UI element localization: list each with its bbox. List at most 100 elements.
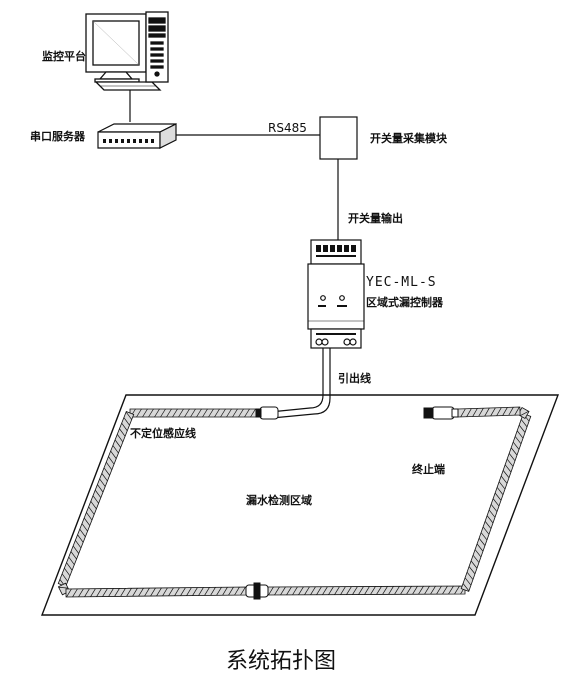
cable-hatch — [214, 408, 220, 418]
cable-hatch — [75, 540, 82, 549]
cable-hatch — [346, 586, 352, 595]
cable-hatch — [490, 407, 496, 417]
cable-hatch — [186, 587, 192, 596]
cable-hatch — [504, 464, 512, 473]
cable-hatch — [136, 408, 142, 418]
cable-hatch — [406, 586, 412, 595]
cable-hatch — [160, 408, 166, 418]
cable-hatch — [238, 408, 244, 418]
cable-hatch — [204, 587, 210, 596]
cable-hatch — [210, 587, 216, 596]
cable-hatch — [316, 586, 322, 595]
serial-server-icon — [97, 123, 177, 149]
cable-hatch — [99, 478, 106, 487]
controller-model-label: YEC-ML-S — [366, 275, 437, 290]
cable-hatch — [240, 586, 246, 596]
cable-hatch — [500, 475, 508, 484]
cable-hatch — [144, 587, 150, 597]
cable-hatch — [70, 551, 77, 560]
cable-hatch — [482, 526, 490, 535]
cable-hatch — [168, 587, 174, 597]
cable-connector-icon — [255, 406, 279, 420]
cable-hatch — [61, 573, 69, 582]
detection-area-outline — [40, 394, 560, 616]
cable-hatch — [234, 586, 240, 596]
cable-hatch — [502, 470, 510, 478]
diagram-caption: 系统拓扑图 — [226, 649, 337, 674]
cable-hatch — [66, 588, 72, 598]
cable-hatch — [112, 445, 119, 454]
cable-hatch — [110, 450, 117, 459]
cable-hatch — [520, 410, 529, 417]
computer-icon — [85, 11, 169, 91]
cable-hatch — [388, 586, 394, 595]
cable-hatch — [472, 408, 478, 417]
cable-hatch — [466, 571, 474, 580]
cable-hatch — [114, 588, 120, 597]
cable-hatch — [474, 549, 482, 558]
cable-hatch — [498, 481, 506, 490]
cable-hatch — [492, 498, 500, 507]
cable-hatch — [222, 587, 228, 596]
cable-hatch — [464, 577, 472, 586]
cable-hatch — [72, 545, 80, 554]
cable-hatch — [154, 408, 160, 418]
cable-hatch — [244, 408, 250, 418]
cable-hatch — [518, 424, 526, 433]
cable-hatch — [156, 587, 162, 597]
switch-module-label: 开关量采集模块 — [370, 132, 447, 145]
cable-hatch — [174, 587, 180, 596]
cable-hatch — [442, 585, 448, 595]
cable-hatch — [64, 568, 71, 577]
cable-hatch — [298, 586, 304, 596]
cable-hatch — [506, 458, 514, 467]
cable-hatch — [334, 586, 340, 595]
cable-hatch — [478, 538, 486, 546]
cable-hatch — [478, 408, 484, 417]
cable-hatch — [180, 587, 186, 596]
cable-hatch — [494, 492, 502, 501]
cable-hatch — [274, 586, 280, 596]
cable-hatch — [228, 586, 234, 596]
cable-hatch — [486, 515, 494, 524]
cable-hatch — [226, 408, 232, 418]
cable-hatch — [476, 543, 484, 552]
cable-hatch — [382, 586, 388, 595]
cable-hatch — [394, 586, 400, 595]
cable-hatch — [90, 501, 97, 510]
cable-hatch — [268, 586, 274, 596]
cable-hatch — [490, 504, 498, 512]
cable-hatch — [376, 586, 382, 595]
cable-hatch — [119, 428, 126, 437]
cable-hatch — [460, 408, 466, 418]
cable-hatch — [192, 587, 198, 596]
cable-hatch — [78, 588, 84, 598]
cable-hatch — [508, 407, 514, 416]
cable-hatch — [310, 586, 316, 595]
cable-hatch — [352, 586, 358, 595]
cable-hatch — [138, 587, 144, 597]
cable-hatch — [94, 489, 102, 498]
cable-hatch — [466, 408, 472, 417]
cable-hatch — [484, 407, 490, 417]
cable-hatch — [103, 467, 110, 476]
cable-hatch — [58, 586, 69, 589]
detection-area-label: 漏水检测区域 — [246, 494, 312, 507]
cable-hatch — [370, 586, 376, 595]
terminator-connector-icon — [423, 406, 459, 420]
cable-hatch — [66, 562, 73, 571]
monitoring-platform-label: 监控平台 — [42, 50, 86, 63]
lead-wire — [269, 348, 324, 413]
cable-hatch — [184, 408, 190, 418]
cable-hatch — [508, 453, 516, 462]
cable-hatch — [121, 422, 128, 431]
controller-name-label: 区域式漏控制器 — [366, 296, 443, 309]
cable-hatch — [232, 408, 238, 418]
cable-hatch — [480, 532, 488, 541]
mid-connector-icon — [245, 582, 269, 600]
cable-hatch — [92, 495, 99, 504]
cable-hatch — [514, 406, 520, 416]
cable-hatch — [340, 586, 346, 595]
cable-hatch — [97, 484, 104, 493]
cable-hatch — [216, 587, 222, 596]
